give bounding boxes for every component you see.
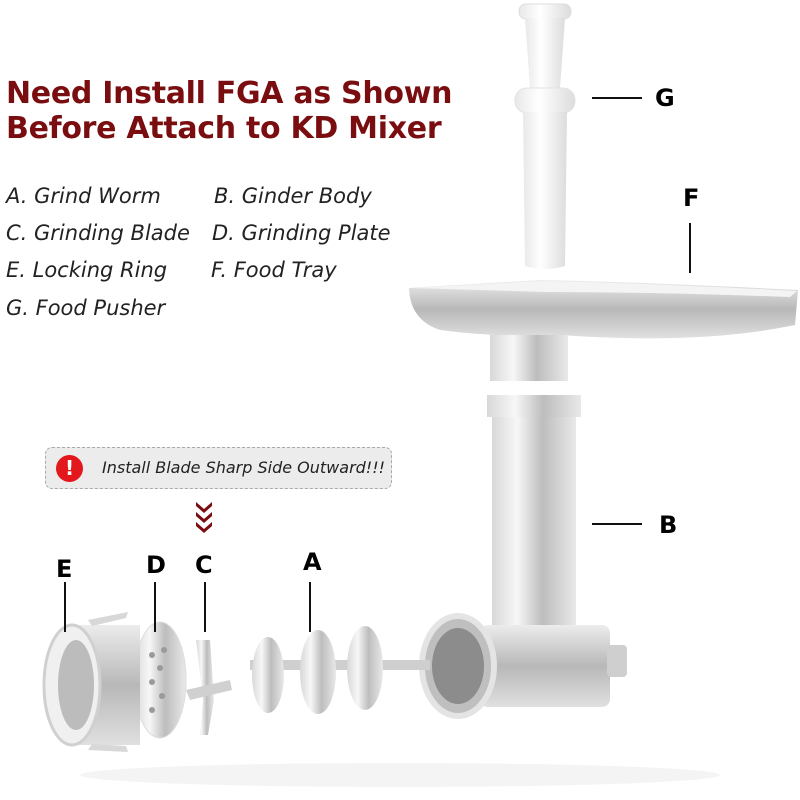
callout-line-e bbox=[64, 582, 66, 632]
callout-line-c bbox=[204, 582, 206, 632]
food-tray-shape bbox=[409, 280, 798, 339]
callout-label-c: C bbox=[195, 551, 213, 579]
callout-line-f bbox=[689, 223, 691, 273]
grinder-body-shape bbox=[419, 395, 627, 719]
legend-item-f: F. Food Tray bbox=[211, 258, 337, 282]
legend-item-d: D. Grinding Plate bbox=[212, 221, 391, 245]
food-pusher-shape bbox=[514, 3, 576, 269]
legend-item-e: E. Locking Ring bbox=[6, 258, 168, 282]
legend-item-b: B. Ginder Body bbox=[214, 184, 372, 208]
exclamation-icon: ! bbox=[56, 455, 83, 482]
legend-item-a: A. Grind Worm bbox=[6, 184, 161, 208]
callout-label-d: D bbox=[146, 551, 166, 579]
chevron-down-icon bbox=[196, 502, 212, 533]
title-line-2: Before Attach to KD Mixer bbox=[6, 111, 442, 146]
grinding-plate-shape bbox=[133, 621, 187, 739]
warning-text: Install Blade Sharp Side Outward!!! bbox=[102, 458, 386, 477]
grinding-blade-shape bbox=[186, 640, 232, 735]
callout-label-b: B bbox=[659, 511, 678, 539]
locking-ring-shape bbox=[42, 612, 140, 752]
callout-line-a bbox=[309, 582, 311, 632]
legend-item-c: C. Grinding Blade bbox=[6, 221, 190, 245]
callout-line-b bbox=[592, 523, 642, 525]
callout-label-f: F bbox=[683, 184, 700, 212]
callout-label-g: G bbox=[655, 84, 675, 112]
callout-line-g bbox=[592, 97, 642, 99]
callout-line-d bbox=[154, 582, 156, 632]
callout-label-e: E bbox=[56, 555, 73, 583]
warning-banner: ! Install Blade Sharp Side Outward!!! bbox=[45, 447, 392, 489]
legend-item-g: G. Food Pusher bbox=[6, 296, 166, 320]
grind-worm-shape bbox=[250, 626, 430, 714]
page-title: Need Install FGA as Shown Before Attach … bbox=[6, 76, 452, 146]
callout-label-a: A bbox=[303, 548, 322, 576]
title-line-1: Need Install FGA as Shown bbox=[6, 76, 453, 111]
